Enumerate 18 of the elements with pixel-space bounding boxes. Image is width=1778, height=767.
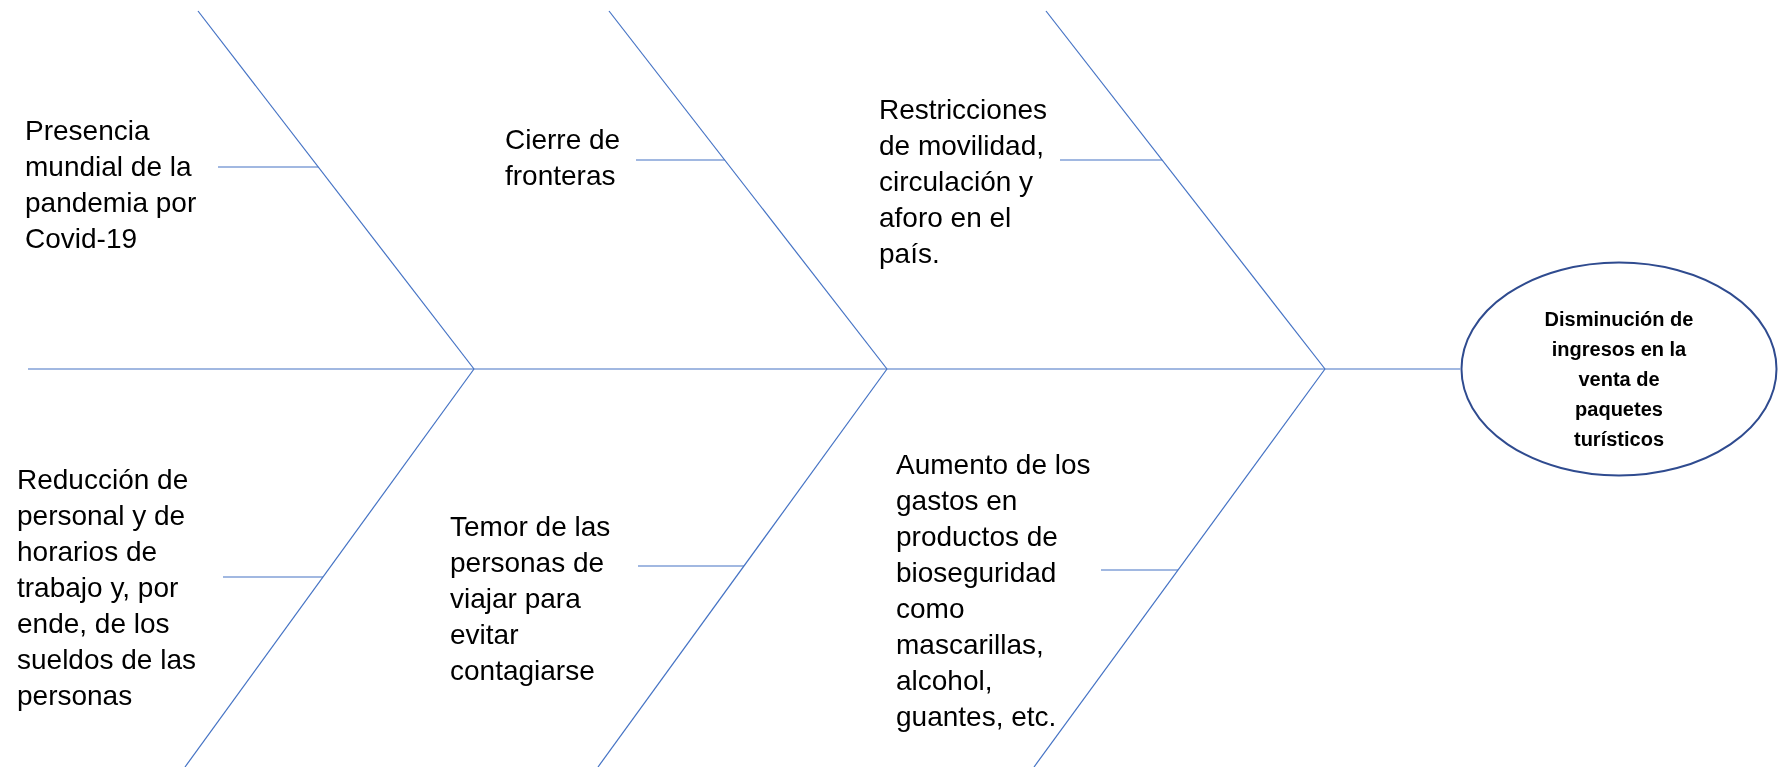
connector-line bbox=[217, 166, 319, 168]
cause-text: Presencia mundial de la pandemia por Covid-19 bbox=[25, 114, 198, 256]
effect-ellipse bbox=[1460, 261, 1778, 477]
connector-line bbox=[637, 565, 745, 567]
effect-text: Disminución de ingresos en la venta de paquetes turísticos bbox=[1543, 307, 1695, 452]
connector-line bbox=[1059, 159, 1163, 161]
connector-line bbox=[1100, 569, 1179, 571]
connector-line bbox=[635, 159, 726, 161]
cause-text: Cierre de fronteras bbox=[505, 123, 622, 193]
cause-text: Restricciones de movilidad, circulación y aforo en el país. bbox=[879, 93, 1049, 271]
fishbone-rib bbox=[197, 10, 475, 370]
cause-text: Aumento de los gastos en productos de bioseguridad como mascarillas, alcohol, guantes, etc. bbox=[896, 448, 1092, 734]
cause-text: Reducción de personal y de horarios de trabajo y, por ende, de los sueldos de las personas bbox=[17, 463, 197, 713]
connector-line bbox=[1324, 368, 1461, 370]
fishbone-spine bbox=[27, 368, 1326, 370]
cause-text: Temor de las personas de viajar para evitar contagiarse bbox=[450, 510, 612, 688]
connector-line bbox=[222, 576, 324, 578]
fishbone-rib bbox=[1045, 10, 1326, 370]
